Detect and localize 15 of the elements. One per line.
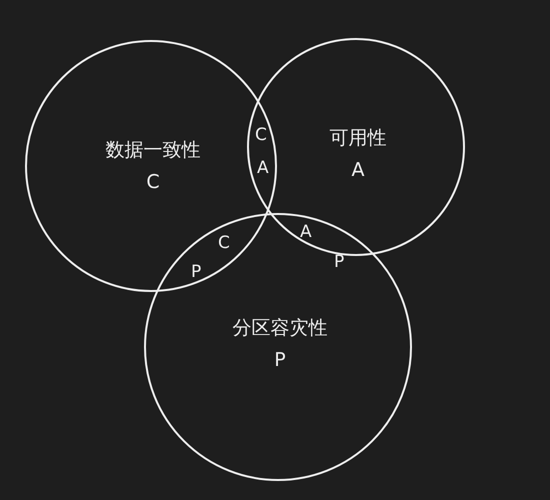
set-letter: A [352,159,364,181]
set-title: 数据一致性 [106,138,200,163]
set-letter: C [146,171,160,193]
intersection-letter: P [191,262,202,282]
set-circle [247,38,465,256]
set-circle [144,213,412,481]
set-title: 可用性 [330,126,386,151]
intersection-letter: P [334,252,344,272]
intersection-letter: A [257,158,269,178]
set-letter: P [274,349,286,371]
intersection-letter: C [218,233,230,253]
set-circle [25,40,277,292]
intersection-letter: A [300,222,312,242]
set-title: 分区容灾性 [232,316,328,341]
intersection-letter: C [255,125,267,145]
